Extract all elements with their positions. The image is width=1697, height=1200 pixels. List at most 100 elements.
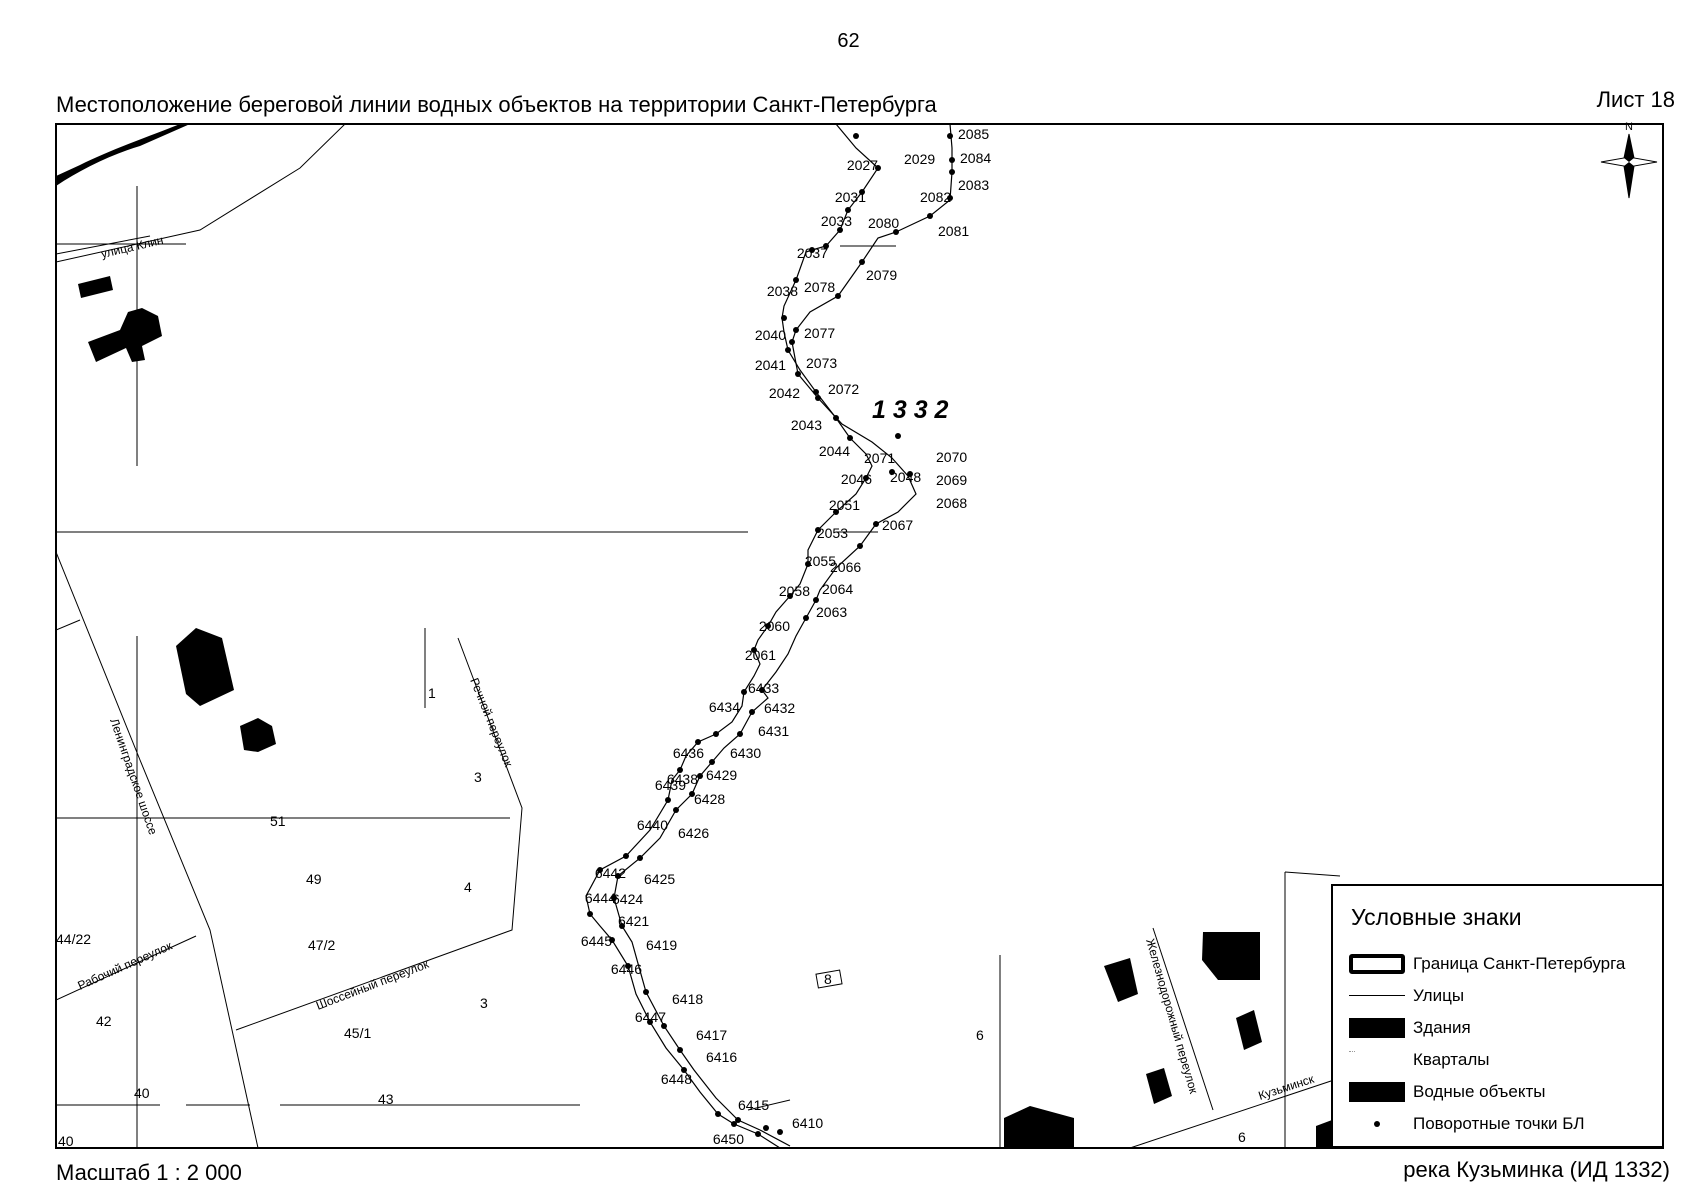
left-bank-point-label-6436: 6436	[673, 745, 704, 761]
right-bank-point-label-2083: 2083	[958, 177, 989, 193]
block-6b: 6	[1238, 1129, 1246, 1145]
block-8: 8	[824, 971, 832, 987]
right-bank-point-label-6417: 6417	[696, 1027, 727, 1043]
right-bank-point-label-2073: 2073	[806, 355, 837, 371]
right-bank-point-label-6430: 6430	[730, 745, 761, 761]
map-title: Местоположение береговой линии водных об…	[56, 92, 937, 117]
parcel-8-box	[815, 969, 843, 989]
map-border	[55, 123, 1664, 1149]
block-line-h5	[1284, 871, 1341, 877]
left-bank-point-label-2060: 2060	[759, 618, 790, 634]
building-1	[78, 276, 113, 298]
block-44-22: 44/22	[56, 931, 91, 947]
sheet-label: Лист 18	[1596, 87, 1675, 112]
right-bank-point-label-2085: 2085	[958, 126, 989, 142]
right-bank-point-label-2080: 2080	[868, 215, 899, 231]
left-bank-point-label-6450: 6450	[713, 1131, 744, 1147]
left-bank-point-label-6438: 6438	[667, 771, 698, 787]
street-ulitsa-klin	[56, 124, 346, 263]
street-label-zheleznodorozhny: Железнодорожный переулок	[1143, 937, 1201, 1096]
block-42: 42	[96, 1013, 112, 1029]
north-arrow-label: N	[1625, 121, 1633, 133]
right-bank-point-label-2069: 2069	[936, 472, 967, 488]
building-4	[240, 718, 276, 752]
left-bank-line	[585, 124, 879, 1148]
street-label-leningradskoe: Ленинградское шоссе	[107, 716, 160, 836]
right-bank-point-label-2072: 2072	[828, 381, 859, 397]
block-45-1: 45/1	[344, 1025, 371, 1041]
block-49: 49	[306, 871, 322, 887]
page-number: 62	[837, 30, 860, 52]
legend-label: Здания	[1413, 1018, 1471, 1037]
legend-label: Граница Санкт-Петербурга	[1413, 954, 1626, 973]
legend-row-street: Улицы	[1333, 983, 1663, 1009]
right-bank-point-label-6433: 6433	[748, 680, 779, 696]
block-6a: 6	[976, 1027, 984, 1043]
river-label: река Кузьминка (ИД 1332)	[1403, 1157, 1670, 1182]
right-bank-point-label-2082: 2082	[920, 189, 951, 205]
right-bank-point-label-2067: 2067	[882, 517, 913, 533]
building-7	[1236, 1010, 1262, 1050]
left-bank-point-label-2061: 2061	[745, 647, 776, 663]
left-bank-point-label-2040: 2040	[755, 327, 786, 343]
street-leningradskoe-shosse-2	[56, 619, 81, 631]
block-43: 43	[378, 1091, 394, 1107]
left-bank-point-label-2055: 2055	[805, 553, 836, 569]
block-3b: 3	[480, 995, 488, 1011]
block-1: 1	[428, 685, 436, 701]
legend-water-swatch	[1349, 1082, 1405, 1102]
legend: Условные знаки Граница Санкт-Петербурга …	[1331, 884, 1664, 1148]
left-bank-point-label-6445: 6445	[581, 933, 612, 949]
left-bank-point-label-2043: 2043	[791, 417, 822, 433]
block-4: 4	[464, 879, 472, 895]
legend-row-block: Кварталы	[1333, 1047, 1663, 1073]
street-label-klin: улица Клин	[100, 233, 165, 261]
street-label-kuzminsk: Кузьминск	[1257, 1072, 1317, 1103]
left-bank-point-label-2038: 2038	[767, 283, 798, 299]
right-bank-point-label-6428: 6428	[694, 791, 725, 807]
legend-building-swatch	[1349, 1018, 1405, 1038]
street-rechnoy-pereulok	[235, 637, 523, 1031]
left-bank-point-label-6440: 6440	[637, 817, 668, 833]
right-bank-point-label-6425: 6425	[644, 871, 675, 887]
right-bank-point-label-2079: 2079	[866, 267, 897, 283]
building-9	[1004, 1106, 1074, 1148]
street-zheleznodorozhny	[1152, 927, 1214, 1111]
building-6	[1104, 958, 1138, 1002]
left-bank-point-label-2037: 2037	[797, 245, 828, 261]
building-10	[1316, 1120, 1332, 1148]
left-bank-point-label-2027: 2027	[847, 157, 878, 173]
street-kuzminsk	[1129, 1077, 1341, 1148]
building-5	[1202, 932, 1260, 980]
right-bank-point-label-2077: 2077	[804, 325, 835, 341]
left-bank-point-label-6447: 6447	[635, 1009, 666, 1025]
legend-title: Условные знаки	[1351, 904, 1522, 930]
right-bank-point-label-6429: 6429	[706, 767, 737, 783]
building-8	[1146, 1068, 1172, 1104]
street-rabochiy	[56, 935, 197, 1001]
right-bank-point-label-6418: 6418	[672, 991, 703, 1007]
block-3a: 3	[474, 769, 482, 785]
left-bank-point-label-6439: 6439	[655, 777, 686, 793]
right-bank-point-label-6431: 6431	[758, 723, 789, 739]
left-bank-point-label-6434: 6434	[709, 699, 740, 715]
right-bank-point-label-6416: 6416	[706, 1049, 737, 1065]
street-ulitsa-klin-2	[56, 235, 151, 255]
right-bank-point-label-6421: 6421	[618, 913, 649, 929]
legend-label: Водные объекты	[1413, 1082, 1546, 1101]
left-bank-point-label-2053: 2053	[817, 525, 848, 541]
right-bank-point-label-2078: 2078	[804, 279, 835, 295]
right-bank-point-label-2068: 2068	[936, 495, 967, 511]
right-bank-point-label-2081: 2081	[938, 223, 969, 239]
legend-row-building: Здания	[1333, 1015, 1663, 1041]
right-bank-point-label-6424: 6424	[612, 891, 643, 907]
left-bank-point-label-2058: 2058	[779, 583, 810, 599]
legend-row-point: Поворотные точки БЛ	[1333, 1111, 1663, 1137]
block-51: 51	[270, 813, 286, 829]
legend-street-swatch	[1349, 995, 1405, 996]
building-3	[176, 628, 234, 706]
legend-label: Улицы	[1413, 986, 1465, 1005]
water-object-river-top	[56, 124, 190, 186]
left-bank-point-label-2051: 2051	[829, 497, 860, 513]
right-bank-point-label-2063: 2063	[816, 604, 847, 620]
